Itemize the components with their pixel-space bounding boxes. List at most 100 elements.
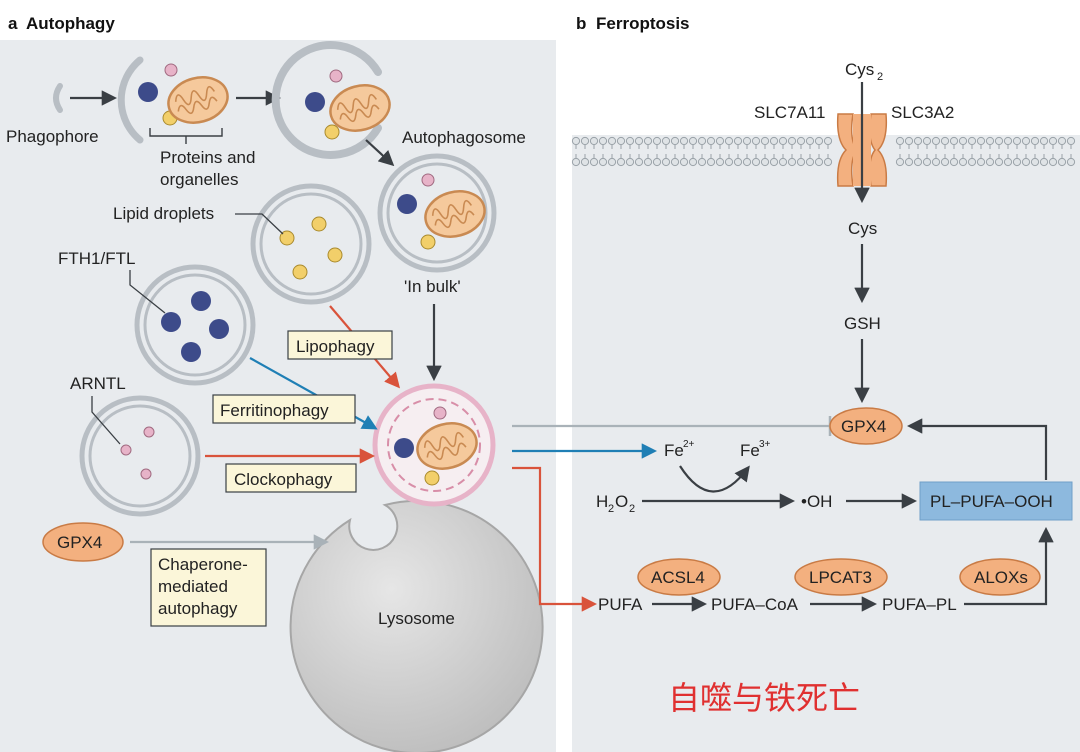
fth1-leader xyxy=(129,270,166,314)
membrane-lipid-head xyxy=(751,157,761,167)
membrane-lipid-head xyxy=(1012,157,1022,167)
lipid-droplet-4 xyxy=(292,264,308,280)
arntl-label: ARNTL xyxy=(70,374,126,393)
extracellular-region xyxy=(572,40,1080,135)
membrane-lipid-head xyxy=(742,157,752,167)
membrane-lipid-head xyxy=(580,157,590,167)
h2o2-h: H xyxy=(596,492,608,511)
membrane-lipid-head xyxy=(580,136,590,146)
lpcat3-enzyme xyxy=(794,558,888,596)
membrane-lipid-head xyxy=(697,157,707,167)
lipophagy-label: Lipophagy xyxy=(296,337,375,356)
membrane-lipid-head xyxy=(715,136,725,146)
arntl-protein-3 xyxy=(140,468,152,480)
protein-yellow-2 xyxy=(324,124,340,140)
panel-b-letter: b xyxy=(576,14,586,33)
membrane-lipid-head xyxy=(787,157,797,167)
arntl-vesicle-inner xyxy=(88,404,192,508)
slc7a11-label: SLC7A11 xyxy=(754,103,826,122)
arntl-protein-1 xyxy=(143,426,155,438)
membrane-lipid-head xyxy=(598,157,608,167)
lipid-droplets-label: Lipid droplets xyxy=(113,204,214,223)
membrane-lipid-head xyxy=(976,157,986,167)
ferritin-1 xyxy=(191,291,211,311)
membrane-lipid-head xyxy=(661,157,671,167)
membrane-lipid-head xyxy=(742,136,752,146)
membrane-lipid-head xyxy=(931,136,941,146)
cma-box xyxy=(150,548,267,627)
cma-label-line3: autophagy xyxy=(158,599,238,618)
aloxs-enzyme xyxy=(959,558,1041,596)
ferritinophagy-box xyxy=(212,394,356,424)
panel-b-title: Ferroptosis xyxy=(596,14,690,33)
membrane-lipid-head xyxy=(769,136,779,146)
lipophagy-box xyxy=(287,330,393,360)
autophagosome-label: Autophagosome xyxy=(402,128,526,147)
membrane-lipid-head xyxy=(994,136,1004,146)
membrane-lipid-head xyxy=(895,136,905,146)
gpx4-enzyme-b xyxy=(829,407,903,445)
membrane-lipid-head xyxy=(652,136,662,146)
membrane-lipid-head xyxy=(625,157,635,167)
panel-a-letter: a xyxy=(8,14,18,33)
arrow-lipid-peroxide-to-gpx4 xyxy=(906,418,1048,480)
membrane-lipid-head xyxy=(697,136,707,146)
watermark-text: 自噬与铁死亡 xyxy=(668,679,860,717)
protein-yellow-3 xyxy=(420,234,436,250)
membrane-lipid-head xyxy=(967,136,977,146)
h2o2-sub2: 2 xyxy=(629,503,635,515)
membrane-lipid-head xyxy=(895,157,905,167)
membrane-lipid-head xyxy=(1003,157,1013,167)
autolysosome-protein-blue xyxy=(394,438,414,458)
arntl-protein-2 xyxy=(120,444,132,456)
arrow-to-closed-autophagosome xyxy=(365,139,395,167)
slc3a2-transporter xyxy=(868,113,888,187)
membrane-lipid-head xyxy=(985,136,995,146)
lpcat3-label: LPCAT3 xyxy=(809,568,872,587)
membrane-lipid-head xyxy=(625,136,635,146)
membrane-lipid-head xyxy=(670,136,680,146)
membrane-lipid-head xyxy=(805,157,815,167)
membrane-lipid-head xyxy=(643,157,653,167)
membrane-lipid-head xyxy=(967,157,977,167)
membrane-lipid-head xyxy=(715,157,725,167)
membrane-lipid-head xyxy=(985,157,995,167)
membrane-lipid-head xyxy=(994,157,1004,167)
pl-pufa-ooh-label: PL–PUFA–OOH xyxy=(930,492,1053,511)
arntl-leader xyxy=(91,396,121,445)
membrane-lipid-head xyxy=(1039,136,1049,146)
fenton-arc xyxy=(679,465,750,493)
pl-pufa-ooh-box xyxy=(919,481,1073,521)
protein-blue-2 xyxy=(305,92,325,112)
membrane-lipid-head xyxy=(823,157,833,167)
membrane-lipid-head xyxy=(814,157,824,167)
membrane-lipid-head xyxy=(589,157,599,167)
fe3-superscript: 3+ xyxy=(759,439,771,450)
membrane-lipid-head xyxy=(571,136,581,146)
membrane-lipid-head xyxy=(751,136,761,146)
membrane-lipid-head xyxy=(679,136,689,146)
protein-pink-2 xyxy=(329,69,343,83)
membrane-lipid-head xyxy=(661,136,671,146)
pufa-pl-label: PUFA–PL xyxy=(882,595,957,614)
proteins-label-line1: Proteins and xyxy=(160,148,255,167)
gpx4-label-b: GPX4 xyxy=(841,417,886,436)
growing-phagophore xyxy=(117,56,144,144)
membrane-lipid-head xyxy=(904,136,914,146)
gpx4-label-a: GPX4 xyxy=(57,533,102,552)
fe2-superscript: 2+ xyxy=(683,439,695,450)
arrow-pufa-pl-to-lipid-peroxide xyxy=(964,526,1054,606)
membrane-lipid-head xyxy=(1066,136,1076,146)
membrane-lipid-head xyxy=(823,136,833,146)
membrane-lipid-head xyxy=(634,157,644,167)
membrane-lipid-head xyxy=(931,157,941,167)
fe2-label: Fe xyxy=(664,441,684,460)
protein-pink-3 xyxy=(421,173,435,187)
in-bulk-label: 'In bulk' xyxy=(404,277,461,296)
membrane-lipid-head xyxy=(643,136,653,146)
membrane-lipid-head xyxy=(634,136,644,146)
acsl4-label: ACSL4 xyxy=(651,568,705,587)
lipid-vesicle-inner xyxy=(259,192,363,296)
ferritinophagy-label: Ferritinophagy xyxy=(220,401,329,420)
